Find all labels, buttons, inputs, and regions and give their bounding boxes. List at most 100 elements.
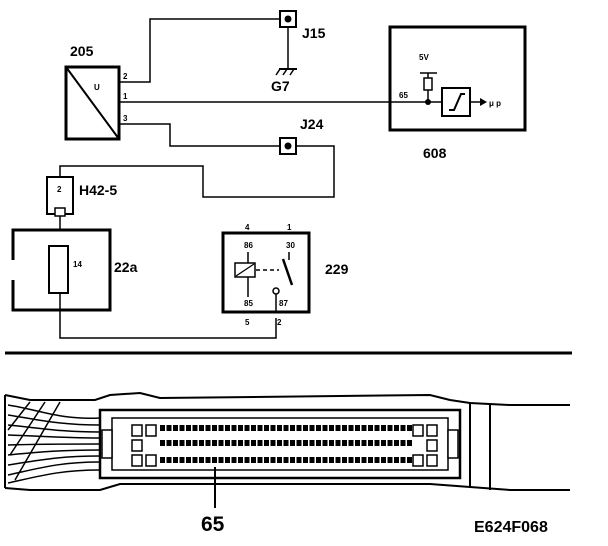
connector-h42-label: H42-5 xyxy=(79,182,117,198)
wire-22a-229 xyxy=(59,292,277,339)
ground-g7-hatch-3 xyxy=(289,68,295,76)
connector-pin xyxy=(231,457,237,463)
component-229-contact-87 xyxy=(272,287,280,295)
connector-outline-bottom xyxy=(4,483,570,491)
connector-pin xyxy=(290,457,295,463)
connector-pin xyxy=(296,440,302,446)
connector-pin xyxy=(186,457,191,463)
component-22a-pin: 14 xyxy=(73,260,82,269)
connector-pin xyxy=(303,440,308,446)
wire-205-j24 xyxy=(119,123,280,147)
connector-corner-block xyxy=(426,424,438,437)
connector-pin xyxy=(407,457,412,463)
connector-pin xyxy=(316,425,321,431)
connector-h42-5: 2 H42-5 xyxy=(46,176,117,217)
connector-pin xyxy=(361,457,367,463)
connector-pin xyxy=(205,440,211,446)
component-608-resistor xyxy=(423,77,433,91)
connector-pin xyxy=(212,440,217,446)
component-608-label: 608 xyxy=(423,145,447,161)
connector-wire-bundle xyxy=(7,401,101,484)
connector-pin xyxy=(309,425,315,431)
ground-g7: G7 xyxy=(271,68,297,94)
connector-pin xyxy=(381,457,386,463)
component-608: 608 5V 65 μ p xyxy=(388,25,527,161)
component-608-arrow-head xyxy=(480,98,487,106)
connector-pin xyxy=(225,440,230,446)
connector-pin xyxy=(283,425,289,431)
connector-pin xyxy=(173,457,178,463)
component-229-t1: 1 xyxy=(287,223,292,232)
connector-corner-block xyxy=(412,454,424,467)
connector-pin xyxy=(361,425,367,431)
connector-j24-dot xyxy=(284,142,292,150)
connector-corner-block xyxy=(426,439,438,452)
component-608-converter xyxy=(441,87,471,117)
connector-pin xyxy=(387,457,393,463)
connector-outline-top xyxy=(4,391,570,406)
connector-pin xyxy=(329,457,334,463)
connector-pin xyxy=(270,425,276,431)
connector-pin xyxy=(368,457,373,463)
component-229-label: 229 xyxy=(325,261,349,277)
component-22a-fuse xyxy=(48,245,69,294)
connector-tab-left xyxy=(101,429,113,459)
component-205-diagonal xyxy=(65,66,120,140)
connector-pin xyxy=(205,457,211,463)
connector-pin xyxy=(348,440,354,446)
connector-pin xyxy=(251,425,256,431)
connector-j15-dot xyxy=(284,15,292,23)
connector-pin xyxy=(186,440,191,446)
connector-corner-block xyxy=(145,454,157,467)
pin-65-callout: 65 xyxy=(201,513,225,536)
component-22a-gap xyxy=(9,260,17,280)
connector-pin xyxy=(251,440,256,446)
connector-j24: J24 xyxy=(279,116,324,155)
connector-pin xyxy=(160,440,165,446)
connector-corner-block xyxy=(145,424,157,437)
component-608-mu-p: μ p xyxy=(489,99,501,108)
connector-pin xyxy=(361,440,367,446)
connector-pin xyxy=(186,425,191,431)
connector-pin xyxy=(199,457,204,463)
connector-pin xyxy=(381,440,386,446)
connector-pin xyxy=(264,425,269,431)
connector-j24-label: J24 xyxy=(300,116,324,132)
connector-pin xyxy=(179,440,185,446)
component-22a: 14 22a xyxy=(9,228,138,312)
connector-pin xyxy=(355,425,360,431)
component-608-converter-symbol xyxy=(449,93,465,111)
component-229-switch-arm xyxy=(281,258,294,286)
connector-pin xyxy=(238,425,243,431)
connector-pin xyxy=(270,440,276,446)
connector-pin xyxy=(212,457,217,463)
component-229-t5: 5 xyxy=(245,318,250,327)
connector-pin xyxy=(368,440,373,446)
connector-pin xyxy=(342,425,347,431)
connector-pin xyxy=(257,425,263,431)
connector-pin xyxy=(407,425,412,431)
connector-pin xyxy=(192,440,198,446)
connector-pin xyxy=(303,457,308,463)
ground-g7-label: G7 xyxy=(271,78,290,94)
component-229-pin-30: 30 xyxy=(286,241,295,250)
connector-pin xyxy=(400,457,406,463)
connector-pin xyxy=(251,457,256,463)
component-205-u-label: U xyxy=(94,83,100,92)
connector-pin xyxy=(322,457,328,463)
connector-pin xyxy=(238,457,243,463)
connector-pin xyxy=(407,440,412,446)
connector-pin xyxy=(218,440,224,446)
component-205-pin-1: 1 xyxy=(123,92,128,101)
connector-pin xyxy=(290,425,295,431)
component-205-box xyxy=(64,65,121,141)
connector-pin xyxy=(277,440,282,446)
connector-pin xyxy=(355,457,360,463)
connector-pin xyxy=(335,457,341,463)
connector-pin xyxy=(166,457,172,463)
connector-pin xyxy=(309,457,315,463)
connector-pin xyxy=(296,425,302,431)
connector-pin xyxy=(342,440,347,446)
connector-pin-rows xyxy=(160,425,412,463)
